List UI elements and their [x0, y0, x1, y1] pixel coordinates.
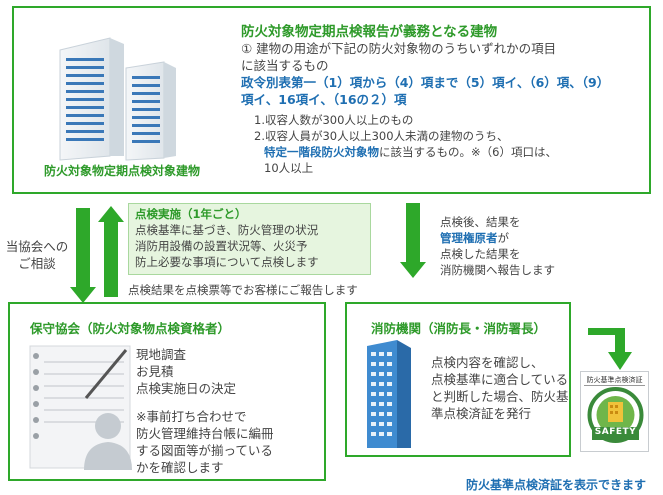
- fire-department-line3: と判断した場合、防火基: [431, 389, 569, 404]
- criteria-item1-line2: に該当するもの: [241, 58, 329, 73]
- top-criteria-box: 防火対象物定期点検対象建物 防火対象物定期点検報告が義務となる建物 ① 建物の用…: [12, 6, 651, 194]
- tall-building-icon: [367, 340, 411, 448]
- inspection-line1: 点検基準に基づき、防火管理の状況: [135, 223, 319, 237]
- notebook-pen-icon: [29, 345, 132, 470]
- association-note3: する図面等が揃っている: [136, 443, 273, 458]
- safety-badge-text: SAFETY: [594, 427, 637, 437]
- certificate-caption: 防火基準点検済証を表示できます: [466, 478, 647, 492]
- consult-label-line2: ご相談: [18, 256, 56, 271]
- safety-seal-icon: [587, 387, 644, 443]
- consult-label-line1: 当協会への: [5, 239, 69, 254]
- fire-department-line2: 点検基準に適合している: [431, 372, 569, 387]
- certificate-header: 防火基準点検済証: [584, 376, 645, 386]
- right-note-line2: 管理権原者が: [440, 230, 555, 246]
- criteria-heading: 防火対象物定期点検報告が義務となる建物: [241, 24, 498, 40]
- association-note4: かを確認します: [136, 460, 224, 475]
- association-box: 保守協会（防火対象物点検資格者） 現地調査 お見積 点検実施日の決定 ※事前打ち…: [8, 302, 326, 481]
- association-line3: 点検実施日の決定: [136, 381, 237, 396]
- criteria-blue-line2: 項イ、16項イ、（16の２）項: [241, 92, 407, 107]
- right-note-line2-rest: が: [497, 231, 510, 245]
- building-caption: 防火対象物定期点検対象建物: [44, 164, 201, 178]
- criteria-sub1: 1.収容人数が300人以上のもの: [254, 113, 414, 127]
- criteria-blue-line1: 政令別表第一（1）項から（4）項まで（5）項イ、（6）項、（9）: [241, 75, 610, 90]
- right-note-line1: 点検後、結果を: [440, 215, 521, 229]
- association-line2: お見積: [136, 364, 174, 379]
- certificate-arrow: [588, 328, 632, 370]
- report-note: 点検結果を点検票等でお客様にご報告します: [128, 283, 358, 297]
- criteria-sub2-line2: 特定一階段防火対象物に該当するもの。※（6）項口は、: [254, 144, 557, 160]
- fire-department-title: 消防機関（消防長・消防署長）: [371, 321, 547, 336]
- association-note2: 防火管理維持台帳に編冊: [136, 426, 274, 441]
- inspection-box: 点検実施（1年ごと） 点検基準に基づき、防火管理の状況 消防用設備の設置状況等、…: [128, 203, 371, 275]
- right-note-line4: 消防機関へ報告します: [440, 263, 555, 277]
- inspection-line2: 消防用設備の設置状況等、火災予: [135, 239, 308, 253]
- office-buildings-icon: [59, 37, 176, 161]
- association-note1: ※事前打ち合わせで: [136, 409, 247, 424]
- criteria-sub2-highlight: 特定一階段防火対象物: [264, 145, 379, 159]
- inspection-title: 点検実施（1年ごと）: [135, 207, 247, 221]
- certificate-card: 防火基準点検済証 SAFETY: [580, 371, 649, 452]
- inspection-line3: 防上必要な事項について点検します: [135, 255, 319, 269]
- criteria-sub2-rest: に該当するもの。※（6）項口は、: [379, 145, 557, 159]
- fire-department-line4: 準点検済証を発行: [431, 406, 532, 421]
- criteria-item1-line1: ① 建物の用途が下記の防火対象物のうちいずれかの項目: [241, 41, 557, 56]
- association-title: 保守協会（防火対象物点検資格者）: [30, 321, 231, 336]
- fire-department-line1: 点検内容を確認し、: [431, 355, 544, 370]
- fire-department-box: 消防機関（消防長・消防署長） 点検内容を確認し、 点検基準に適合している と判断…: [345, 302, 571, 457]
- association-line1: 現地調査: [136, 347, 187, 362]
- right-note-highlight: 管理権原者: [440, 231, 498, 245]
- criteria-sub2-line3: 10人以上: [264, 161, 314, 175]
- criteria-sub2-line1: 2.収容人員が30人以上300人未満の建物のうち、: [254, 129, 509, 143]
- right-note-line3: 点検した結果を: [440, 247, 521, 261]
